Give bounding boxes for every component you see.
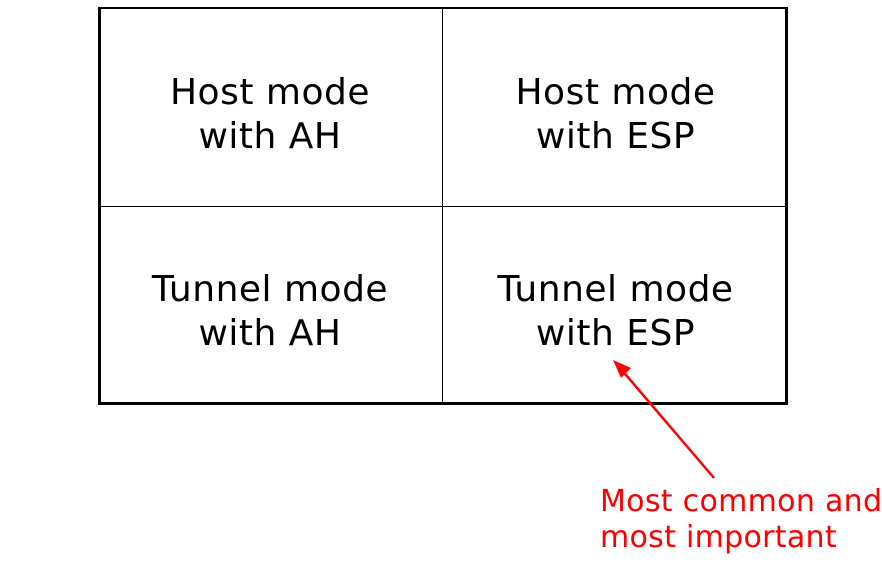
cell-host-mode-esp: Host mode with ESP (443, 7, 788, 206)
cell-tunnel-mode-ah: Tunnel mode with AH (98, 207, 442, 405)
cell-line: Host mode (169, 71, 370, 113)
annotation-line: most important (600, 520, 837, 555)
matrix-horizontal-divider (98, 206, 788, 207)
cell-line: with ESP (535, 115, 696, 157)
cell-line: with AH (198, 313, 342, 354)
cell-tunnel-mode-esp: Tunnel mode with ESP (443, 207, 788, 405)
cell-line: Tunnel mode (497, 269, 734, 310)
cell-host-mode-ah: Host mode with AH (98, 7, 442, 206)
annotation-text: Most common and most important (600, 484, 882, 556)
cell-line: Host mode (515, 71, 716, 113)
cell-line: with ESP (535, 313, 696, 354)
cell-line: with AH (198, 115, 342, 157)
cell-line: Tunnel mode (151, 269, 389, 310)
annotation-line: Most common and (600, 484, 882, 519)
